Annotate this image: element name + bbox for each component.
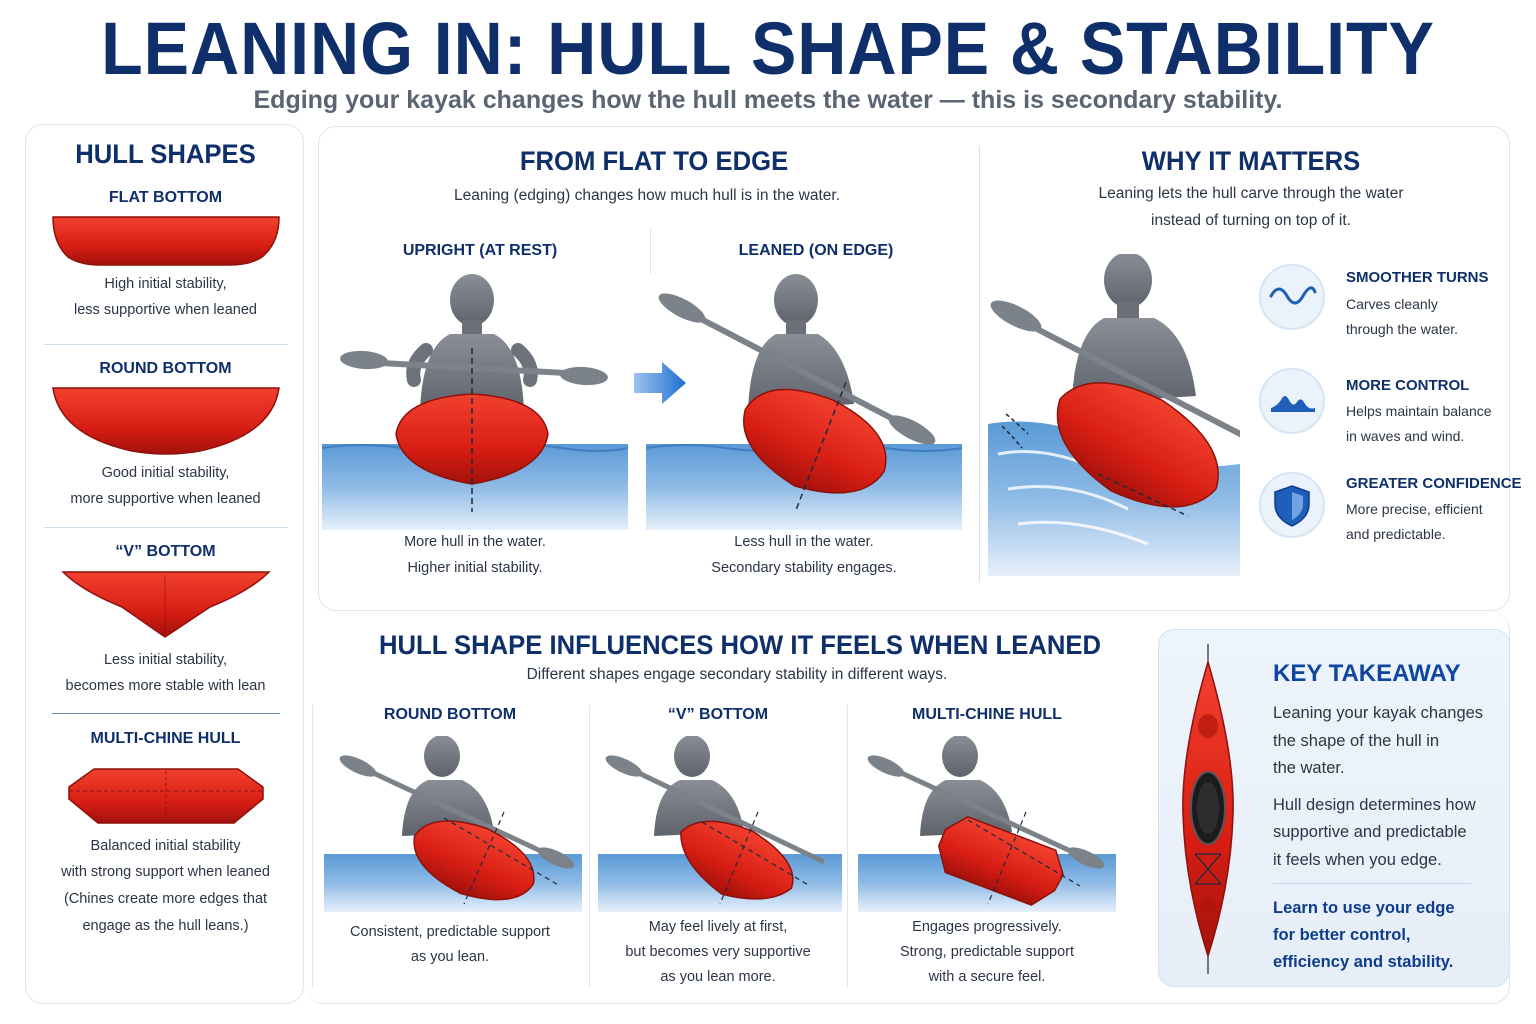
page-subtitle: Edging your kayak changes how the hull m… (253, 86, 1283, 114)
v-col-caption-3: as you lean more. (660, 969, 776, 985)
multi-chine-desc-3: (Chines create more edges that (63, 891, 268, 907)
round-col-label: ROUND BOTTOM (383, 706, 517, 723)
upright-caption-2: Higher initial stability. (407, 560, 543, 576)
v-bottom-title: “V” BOTTOM (115, 543, 216, 560)
benefit-desc: through the water. (1346, 321, 1459, 337)
v-bottom-hull-illustration (61, 571, 271, 638)
wave-icon (1269, 286, 1317, 305)
takeaway-text: the shape of the hull in (1273, 732, 1440, 750)
flat-bottom-title: FLAT BOTTOM (108, 189, 223, 206)
round-bottom-hull-illustration (52, 387, 280, 455)
round-bottom-desc-1: Good initial stability, (101, 465, 230, 481)
benefit-desc: More precise, efficient (1346, 501, 1483, 517)
divider (44, 344, 288, 345)
divider (52, 713, 280, 714)
hull-shapes-panel: HULL SHAPES FLAT BOTTOM High initial sta… (25, 124, 304, 1004)
divider (312, 705, 313, 987)
flat-bottom-hull-illustration (52, 216, 280, 266)
why-matters-line-2: instead of turning on top of it. (1151, 212, 1351, 229)
multi-chine-desc-1: Balanced initial stability (90, 838, 241, 854)
v-leaned-illustration (598, 736, 842, 912)
v-col-label: “V” BOTTOM (667, 706, 769, 723)
leaned-kayak-illustration (646, 274, 962, 530)
benefit-desc: Helps maintain balance (1346, 403, 1492, 419)
divider (1273, 883, 1471, 884)
carving-kayak-illustration (988, 254, 1240, 576)
smoother-turns-icon-circle (1259, 264, 1325, 330)
multi-chine-title: MULTI-CHINE HULL (90, 730, 241, 747)
multichine-col-caption-1: Engages progressively. (912, 919, 1062, 935)
why-matters-line-1: Leaning lets the hull carve through the … (1098, 185, 1404, 202)
waves-icon (1271, 396, 1315, 412)
benefit-desc: in waves and wind. (1346, 428, 1465, 444)
round-bottom-title: ROUND BOTTOM (99, 360, 232, 377)
multi-chine-hull-illustration (68, 768, 264, 824)
flat-bottom-desc-2: less supportive when leaned (74, 302, 257, 318)
multichine-col-caption-2: Strong, predictable support (899, 944, 1075, 960)
takeaway-text: Hull design determines how (1273, 796, 1476, 814)
influence-subtitle: Different shapes engage secondary stabil… (526, 666, 948, 683)
leaned-label: LEANED (ON EDGE) (738, 242, 894, 259)
kayak-top-view-illustration (1182, 644, 1234, 974)
takeaway-highlight: for better control, (1273, 926, 1411, 944)
round-bottom-desc-2: more supportive when leaned (70, 491, 261, 507)
takeaway-title: KEY TAKEAWAY (1273, 660, 1461, 687)
takeaway-text: supportive and predictable (1273, 823, 1467, 841)
takeaway-highlight: efficiency and stability. (1273, 953, 1454, 971)
flat-to-edge-title: FROM FLAT TO EDGE (519, 146, 789, 176)
page-title: LEANING IN: HULL SHAPE & STABILITY (101, 7, 1435, 90)
divider (847, 705, 848, 987)
upright-label: UPRIGHT (AT REST) (402, 242, 558, 259)
arrow-right-icon (634, 362, 686, 404)
multichine-leaned-illustration (858, 736, 1116, 912)
takeaway-text: it feels when you edge. (1273, 851, 1442, 869)
divider (589, 705, 590, 987)
v-bottom-desc-1: Less initial stability, (103, 652, 228, 668)
v-bottom-desc-2: becomes more stable with lean (65, 678, 266, 694)
v-col-caption-2: but becomes very supportive (625, 944, 811, 960)
leaned-caption-1: Less hull in the water. (734, 534, 874, 550)
benefit-title: SMOOTHER TURNS (1346, 269, 1489, 286)
why-matters-title: WHY IT MATTERS (1141, 146, 1361, 176)
round-col-caption-2: as you lean. (410, 949, 490, 965)
shield-icon (1274, 485, 1310, 527)
multi-chine-desc-4: engage as the hull leans.) (82, 918, 249, 934)
benefit-desc: and predictable. (1346, 526, 1446, 542)
round-leaned-illustration (324, 736, 582, 912)
flat-to-edge-subtitle: Leaning (edging) changes how much hull i… (453, 187, 841, 204)
multi-chine-desc-2: with strong support when leaned (61, 864, 270, 880)
flat-bottom-desc-1: High initial stability, (104, 276, 227, 292)
benefit-title: GREATER CONFIDENCE (1346, 475, 1522, 492)
v-col-caption-1: May feel lively at first, (648, 919, 788, 935)
confidence-icon-circle (1259, 472, 1325, 538)
key-takeaway-card: KEY TAKEAWAY Leaning your kayak changes … (1158, 629, 1510, 987)
takeaway-text: the water. (1273, 759, 1345, 777)
divider (979, 146, 980, 582)
takeaway-highlight: Learn to use your edge (1273, 899, 1455, 917)
divider (44, 527, 288, 528)
leaned-caption-2: Secondary stability engages. (711, 560, 897, 576)
benefit-title: MORE CONTROL (1346, 377, 1470, 394)
more-control-icon-circle (1259, 368, 1325, 434)
benefit-desc: Carves cleanly (1346, 296, 1438, 312)
multichine-col-label: MULTI-CHINE HULL (912, 706, 1062, 723)
multichine-col-caption-3: with a secure feel. (928, 969, 1046, 985)
upright-caption-1: More hull in the water. (404, 534, 546, 550)
round-col-caption-1: Consistent, predictable support (350, 924, 550, 940)
upright-kayak-illustration (322, 274, 628, 530)
divider (650, 228, 651, 274)
hull-shapes-title: HULL SHAPES (75, 139, 256, 169)
influence-title: HULL SHAPE INFLUENCES HOW IT FEELS WHEN … (378, 630, 1102, 660)
takeaway-text: Leaning your kayak changes (1273, 704, 1484, 722)
